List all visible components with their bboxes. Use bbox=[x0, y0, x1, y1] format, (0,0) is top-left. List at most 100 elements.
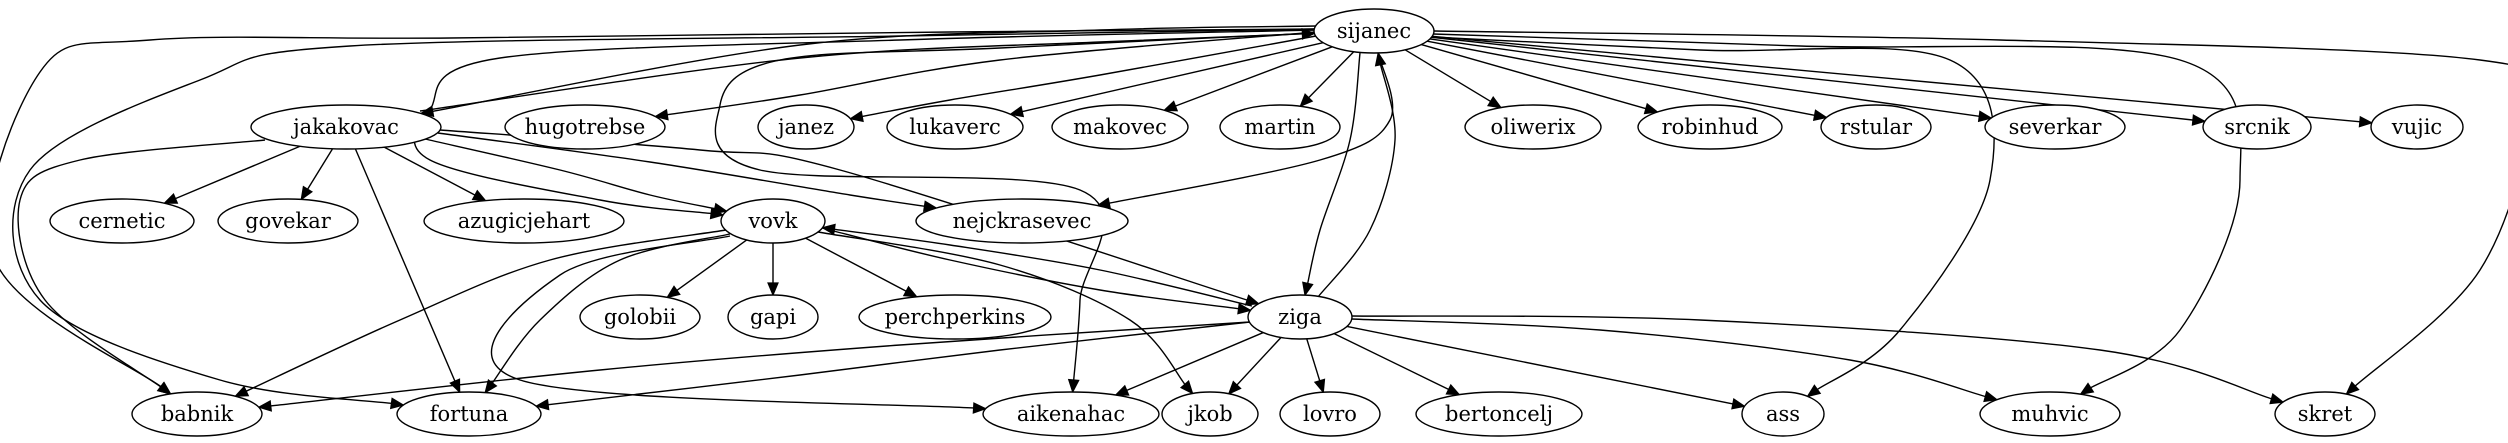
node-ellipse bbox=[131, 391, 263, 437]
edge-line bbox=[383, 146, 478, 197]
node-label: rstular bbox=[1840, 115, 1913, 139]
arrowhead-icon bbox=[2358, 115, 2374, 128]
edge-line bbox=[1306, 338, 1321, 383]
edge-sijanec-to-robinhud bbox=[1421, 43, 1659, 115]
node-sijanec[interactable]: sijanec bbox=[1313, 8, 1435, 54]
edge-line bbox=[665, 31, 1317, 116]
edge-line bbox=[173, 145, 301, 200]
node-cernetic[interactable]: cernetic bbox=[49, 198, 195, 244]
arrowhead-icon bbox=[471, 189, 487, 202]
edge-jakakovac-to-fortuna bbox=[354, 148, 461, 394]
node-label: skret bbox=[2298, 402, 2353, 426]
arrowhead-icon bbox=[1114, 384, 1130, 396]
arrowhead-icon bbox=[1445, 383, 1461, 396]
edge-line bbox=[1333, 332, 1451, 391]
node-ellipse bbox=[1051, 104, 1189, 150]
node-ellipse bbox=[982, 391, 1160, 437]
edge-line bbox=[1404, 49, 1493, 104]
edge-jakakovac-to-cernetic bbox=[162, 145, 301, 204]
node-perchperkins[interactable]: perchperkins bbox=[858, 294, 1052, 340]
node-jkob[interactable]: jkob bbox=[1161, 391, 1259, 437]
edge-sijanec-to-ziga bbox=[1302, 52, 1361, 297]
arrowhead-icon bbox=[2345, 381, 2360, 396]
edge-line bbox=[354, 148, 457, 384]
edge-sijanec-to-muhvic bbox=[1432, 33, 2242, 396]
node-babnik[interactable]: babnik bbox=[131, 391, 263, 437]
edge-jakakovac-to-govekar bbox=[300, 148, 334, 201]
edge-sijanec-to-hugotrebse bbox=[653, 31, 1317, 121]
node-hugotrebse[interactable]: hugotrebse bbox=[504, 104, 666, 150]
node-makovec[interactable]: makovec bbox=[1051, 104, 1189, 150]
node-skret[interactable]: skret bbox=[2274, 391, 2376, 437]
arrowhead-icon bbox=[1008, 105, 1025, 118]
arrowhead-icon bbox=[534, 398, 550, 411]
arrowhead-icon bbox=[1374, 51, 1387, 67]
node-vovk[interactable]: vovk bbox=[720, 198, 826, 244]
arrowhead-icon bbox=[2079, 382, 2095, 396]
edge-line bbox=[17, 139, 266, 389]
edge-line bbox=[437, 132, 927, 208]
node-gapi[interactable]: gapi bbox=[727, 294, 819, 340]
node-nejckrasevec[interactable]: nejckrasevec bbox=[915, 198, 1129, 244]
edge-ziga-to-sijanec bbox=[1317, 51, 1396, 298]
node-ellipse bbox=[886, 104, 1024, 150]
node-oliwerix[interactable]: oliwerix bbox=[1464, 104, 1602, 150]
node-martin[interactable]: martin bbox=[1219, 104, 1341, 150]
node-label: janez bbox=[775, 115, 834, 139]
edge-line bbox=[1317, 62, 1396, 298]
node-aikenahac[interactable]: aikenahac bbox=[982, 391, 1160, 437]
edge-vovk-to-jkob bbox=[817, 231, 1194, 395]
edge-line bbox=[1427, 40, 1817, 117]
node-rstular[interactable]: rstular bbox=[1820, 104, 1932, 150]
node-ellipse bbox=[504, 104, 666, 150]
edge-line bbox=[0, 28, 1317, 389]
node-lukaverc[interactable]: lukaverc bbox=[886, 104, 1024, 150]
edge-line bbox=[1235, 337, 1282, 387]
node-srcnik[interactable]: srcnik bbox=[2202, 104, 2312, 150]
edge-line bbox=[305, 148, 334, 192]
node-janez[interactable]: janez bbox=[757, 104, 855, 150]
edge-ziga-to-aikenahac bbox=[1114, 331, 1264, 396]
edge-ziga-to-vovk bbox=[820, 223, 1253, 307]
node-ellipse bbox=[1637, 104, 1783, 150]
arrowhead-icon bbox=[484, 378, 498, 394]
arrowhead-icon bbox=[1977, 110, 1993, 123]
node-ass[interactable]: ass bbox=[1741, 391, 1825, 437]
node-label: robinhud bbox=[1662, 115, 1759, 139]
edge-ziga-to-fortuna bbox=[534, 321, 1251, 411]
node-azugicjehart[interactable]: azugicjehart bbox=[423, 198, 625, 244]
arrowhead-icon bbox=[902, 285, 919, 298]
arrowhead-icon bbox=[2191, 114, 2207, 126]
edge-line bbox=[1124, 331, 1264, 392]
node-label: sijanec bbox=[1337, 19, 1411, 43]
node-ellipse bbox=[1219, 104, 1341, 150]
edge-line bbox=[424, 138, 717, 210]
arrowhead-icon bbox=[972, 402, 988, 414]
node-golobii[interactable]: golobii bbox=[579, 294, 701, 340]
node-ellipse bbox=[2274, 391, 2376, 437]
node-ellipse bbox=[250, 104, 442, 150]
node-govekar[interactable]: govekar bbox=[217, 198, 359, 244]
node-label: aikenahac bbox=[1017, 402, 1125, 426]
edge-line bbox=[1429, 38, 1982, 118]
edge-jakakovac-to-azugicjehart bbox=[383, 146, 487, 202]
node-fortuna[interactable]: fortuna bbox=[396, 391, 542, 437]
node-severkar[interactable]: severkar bbox=[1984, 104, 2126, 150]
node-jakakovac[interactable]: jakakovac bbox=[250, 104, 442, 150]
node-label: srcnik bbox=[2224, 115, 2290, 139]
arrowhead-icon bbox=[1299, 93, 1314, 108]
node-robinhud[interactable]: robinhud bbox=[1637, 104, 1783, 150]
edge-line bbox=[860, 35, 1317, 118]
arrowhead-icon bbox=[300, 185, 313, 201]
node-label: govekar bbox=[245, 209, 332, 233]
node-ellipse bbox=[858, 294, 1052, 340]
node-bertoncelj[interactable]: bertoncelj bbox=[1415, 391, 1583, 437]
node-ziga[interactable]: ziga bbox=[1247, 294, 1353, 340]
node-ellipse bbox=[1464, 104, 1602, 150]
node-lovro[interactable]: lovro bbox=[1279, 391, 1381, 437]
node-muhvic[interactable]: muhvic bbox=[1979, 391, 2121, 437]
arrowhead-icon bbox=[1302, 281, 1314, 297]
node-label: nejckrasevec bbox=[953, 209, 1092, 233]
node-vujic[interactable]: vujic bbox=[2370, 104, 2464, 150]
arrowhead-icon bbox=[389, 397, 405, 410]
